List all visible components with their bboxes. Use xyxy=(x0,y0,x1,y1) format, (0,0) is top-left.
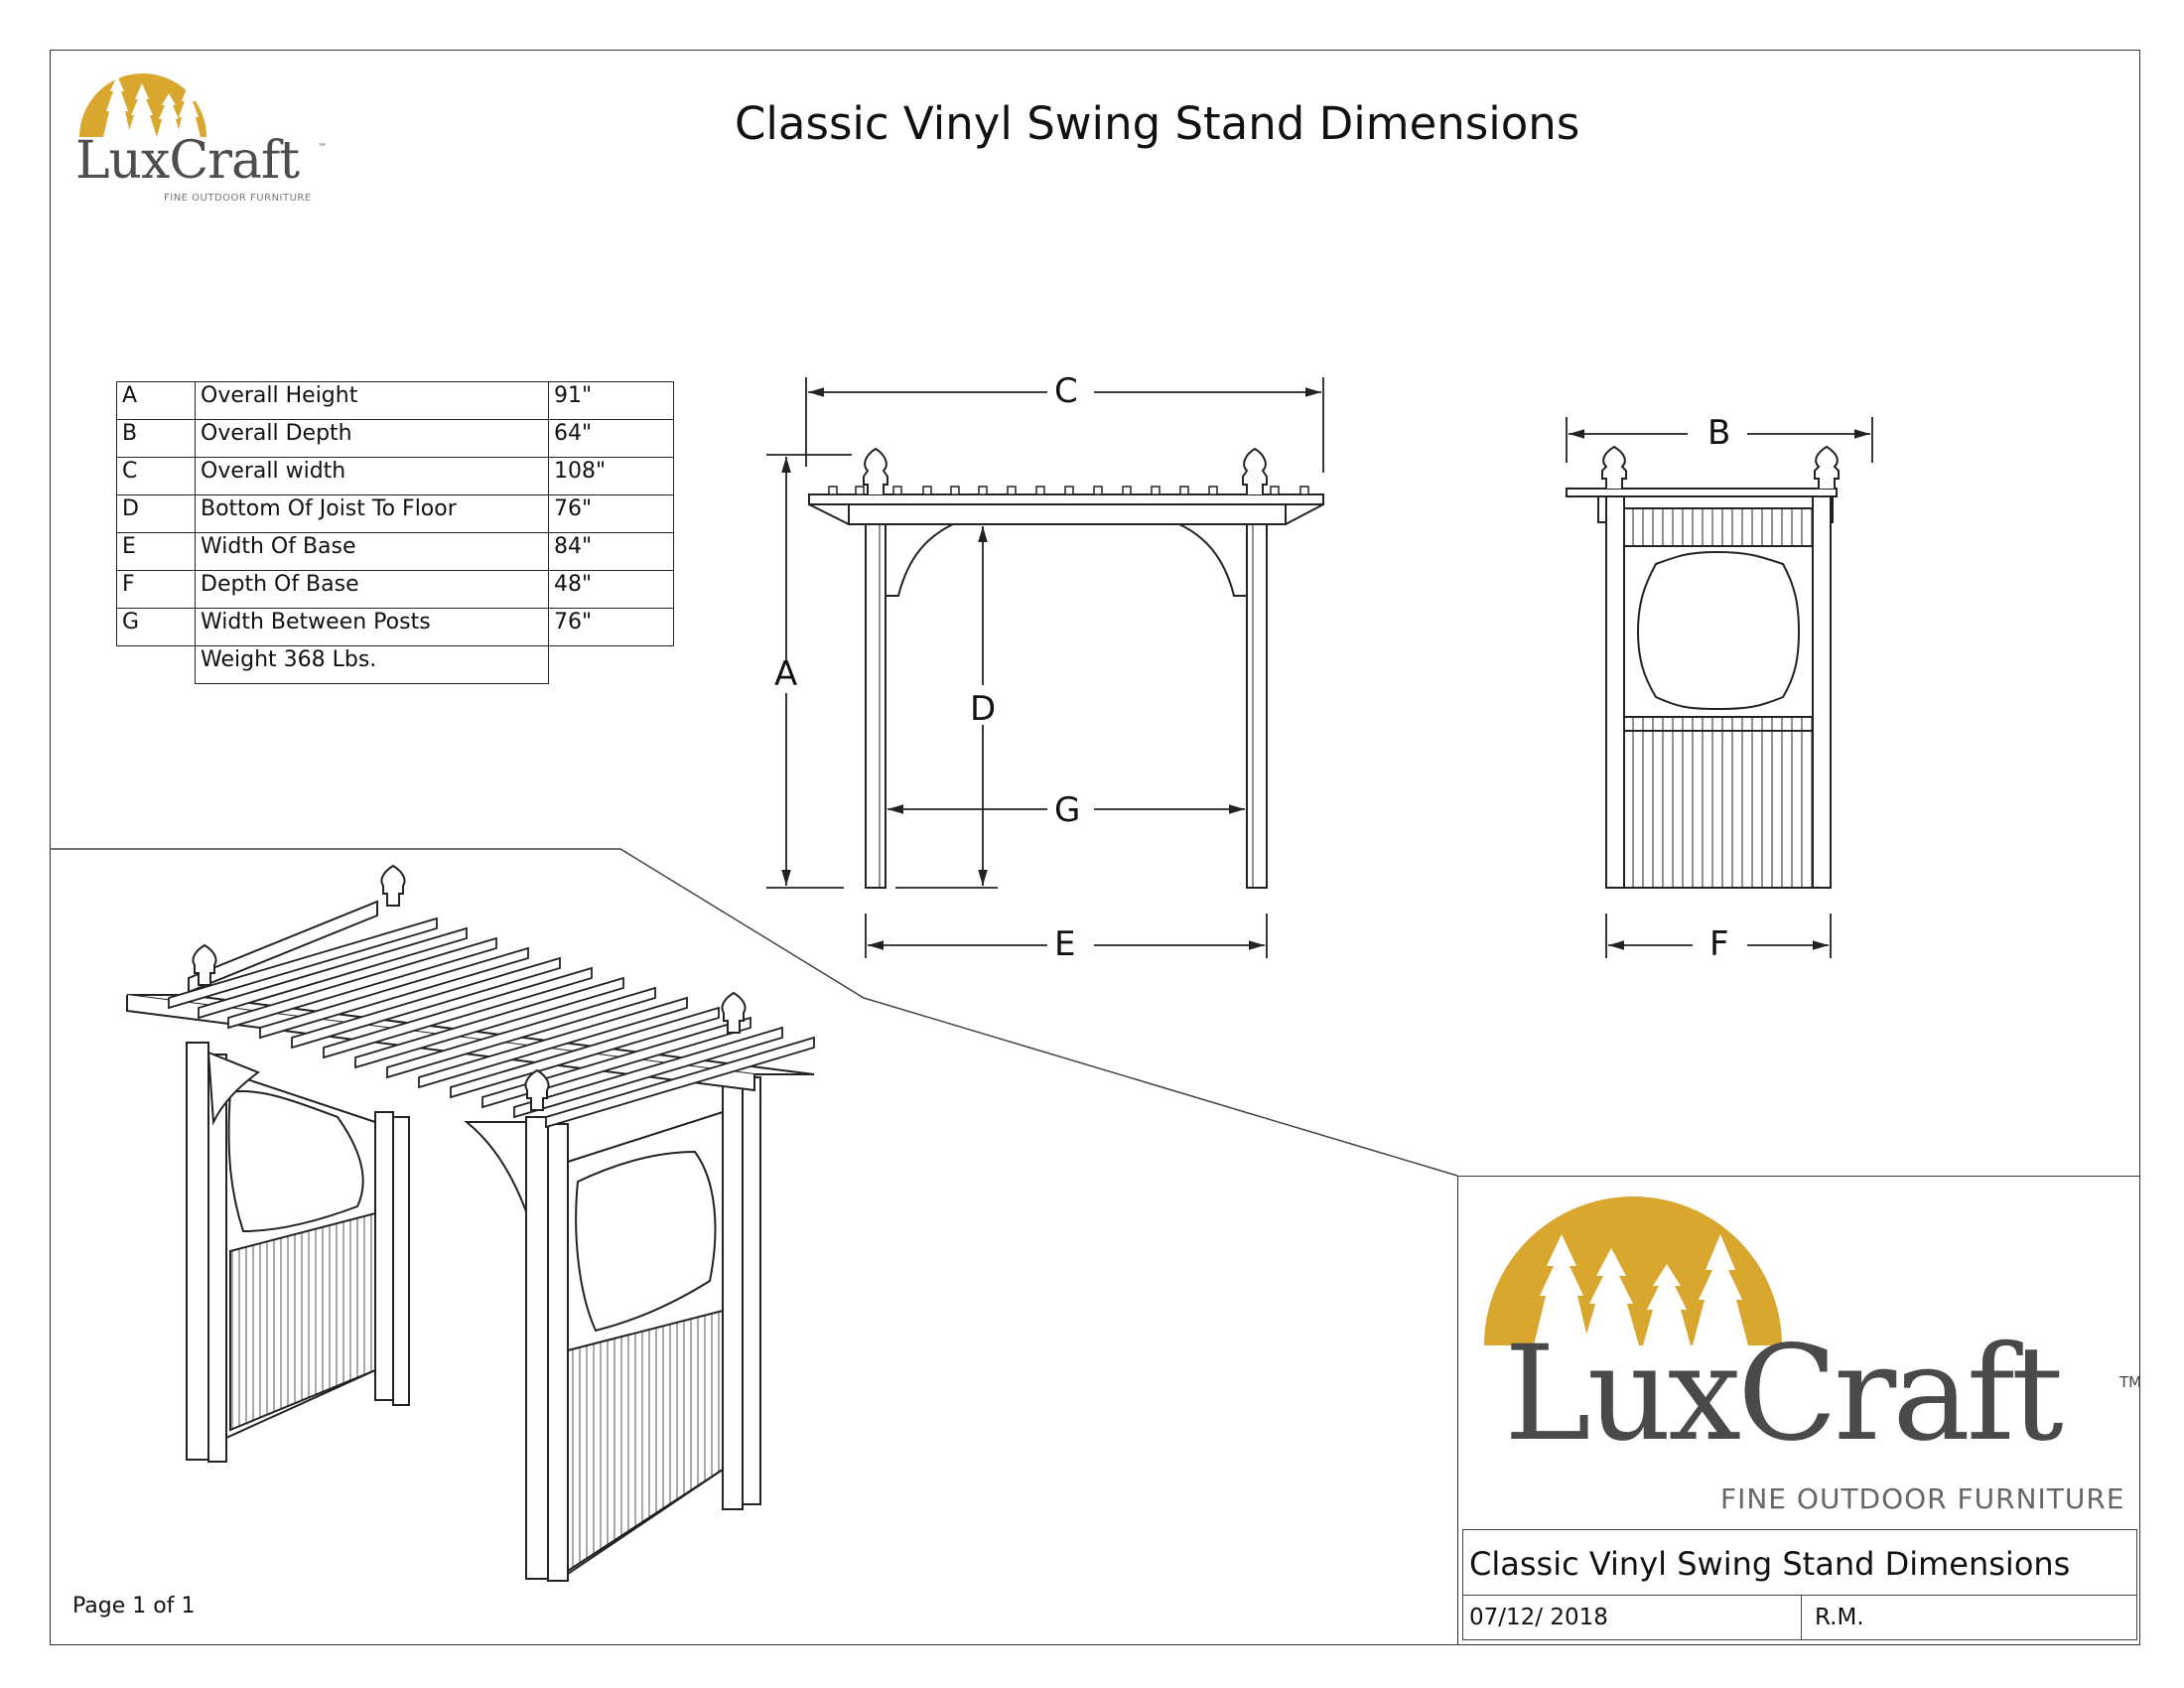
dimension-label-b: B xyxy=(1707,413,1731,453)
row-label: Depth Of Base xyxy=(195,570,549,609)
table-row: G Width Between Posts 76" xyxy=(116,608,674,646)
row-value: 76" xyxy=(548,494,674,533)
row-letter: F xyxy=(116,570,196,609)
table-row: D Bottom Of Joist To Floor 76" xyxy=(116,494,674,533)
table-row: F Depth Of Base 48" xyxy=(116,570,674,609)
dimension-label-a: A xyxy=(774,654,798,694)
logo-large-tagline: FINE OUTDOOR FURNITURE xyxy=(1720,1482,2125,1515)
row-letter: B xyxy=(116,419,196,458)
table-row: E Width Of Base 84" xyxy=(116,532,674,571)
title-block-divider xyxy=(1801,1595,1802,1640)
logo-small-tagline: FINE OUTDOOR FURNITURE xyxy=(164,193,312,204)
logo-small-trademark: ™ xyxy=(318,143,327,153)
row-value: 76" xyxy=(548,608,674,646)
logo-large-trademark: TM xyxy=(2119,1373,2142,1391)
row-label: Overall width xyxy=(195,457,549,495)
sun-trees-emblem-large xyxy=(1484,1196,1782,1345)
logo-small-wordmark: LuxCraft xyxy=(75,131,300,191)
dimension-label-e: E xyxy=(1054,924,1076,964)
row-letter: C xyxy=(116,457,196,495)
isometric-view xyxy=(126,864,815,1582)
dimension-label-f: F xyxy=(1709,924,1729,964)
weight-row: Weight 368 Lbs. xyxy=(117,645,674,684)
row-value: 64" xyxy=(548,419,674,458)
row-letter: G xyxy=(116,608,196,646)
row-value: 91" xyxy=(548,381,674,420)
luxcraft-logo-large: LuxCraft TM FINE OUTDOOR FURNITURE xyxy=(1484,1187,2142,1524)
row-label: Width Between Posts xyxy=(195,608,549,646)
table-row: B Overall Depth 64" xyxy=(116,419,674,458)
dimension-label-d: D xyxy=(970,689,997,729)
luxcraft-logo-small: LuxCraft ™ FINE OUTDOOR FURNITURE xyxy=(62,64,349,212)
title-block-info-row xyxy=(1462,1595,2137,1640)
logo-large-wordmark: LuxCraft xyxy=(1504,1318,2064,1471)
side-dimension-lines xyxy=(1566,417,1873,958)
table-row: C Overall width 108" xyxy=(116,457,674,495)
title-block xyxy=(1457,1176,2140,1645)
dimension-label-c: C xyxy=(1054,371,1078,411)
title-block-author: R.M. xyxy=(1815,1605,1864,1630)
page-number: Page 1 of 1 xyxy=(72,1594,196,1618)
view-divider-line xyxy=(50,848,1458,1177)
sun-trees-emblem xyxy=(79,73,206,137)
drawing-sheet-border xyxy=(50,50,2140,1645)
row-label: Width Of Base xyxy=(195,532,549,571)
page-title: Classic Vinyl Swing Stand Dimensions xyxy=(735,97,1580,150)
row-label: Bottom Of Joist To Floor xyxy=(195,494,549,533)
title-block-title: Classic Vinyl Swing Stand Dimensions xyxy=(1469,1545,2071,1583)
dimensions-table: A Overall Height 91" B Overall Depth 64"… xyxy=(116,381,674,684)
front-dimension-lines xyxy=(766,377,1324,958)
row-value: 108" xyxy=(548,457,674,495)
row-value: 48" xyxy=(548,570,674,609)
row-label: Overall Depth xyxy=(195,419,549,458)
weight-label: Weight 368 Lbs. xyxy=(195,645,549,684)
table-row: A Overall Height 91" xyxy=(116,381,674,420)
row-value: 84" xyxy=(548,532,674,571)
side-elevation-view xyxy=(1566,445,1840,889)
title-block-date: 07/12/ 2018 xyxy=(1469,1605,1608,1630)
front-elevation-view xyxy=(808,447,1324,889)
title-block-box xyxy=(1462,1529,2137,1640)
row-label: Overall Height xyxy=(195,381,549,420)
dimension-label-g: G xyxy=(1054,790,1081,830)
